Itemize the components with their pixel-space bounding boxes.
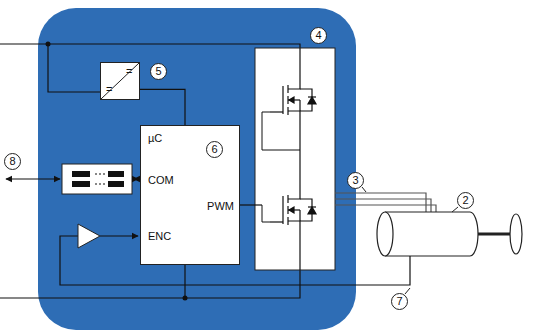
signal-name: COM <box>148 174 174 187</box>
callout-number: 7 <box>391 293 408 310</box>
converter-sign: = <box>106 83 112 96</box>
signal-name: PWM <box>207 200 234 213</box>
converter-sign: = <box>126 65 132 78</box>
power-bridge <box>255 48 335 270</box>
dc-dc-converter: == <box>100 62 140 100</box>
callout-number: 2 <box>457 192 474 209</box>
supply-line <box>140 89 185 125</box>
motor <box>377 212 522 256</box>
callout-number: 4 <box>310 27 327 44</box>
housing <box>38 8 356 330</box>
microcontroller: µC COM PWM ENC <box>140 125 240 265</box>
callout-number: 8 <box>4 153 21 170</box>
callout-number: 6 <box>206 141 223 158</box>
callout-number: 5 <box>150 63 167 80</box>
signal-name: ENC <box>148 230 171 243</box>
optocoupler <box>62 164 132 194</box>
signal-name: µC <box>148 132 162 145</box>
callout-number: 3 <box>347 172 364 189</box>
